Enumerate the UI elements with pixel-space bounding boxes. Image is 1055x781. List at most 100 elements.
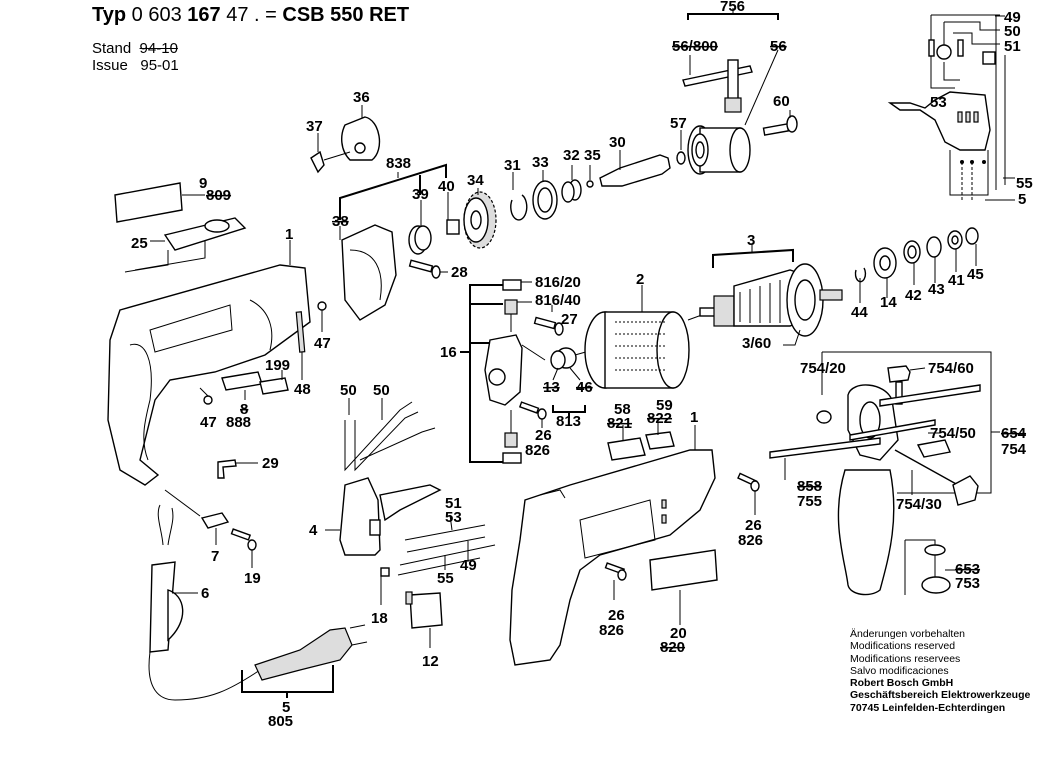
gear-housing-38 xyxy=(339,224,397,321)
ring-47-upper xyxy=(317,301,327,332)
label-40: 40 xyxy=(438,178,455,195)
label-50-right: 50 xyxy=(373,382,390,399)
issue-label: Issue xyxy=(92,57,128,74)
company-name: Robert Bosch GmbH xyxy=(850,677,954,690)
chuck-key-group xyxy=(682,8,779,126)
label-56-800: 56/800 xyxy=(672,38,718,55)
label-33: 33 xyxy=(532,154,549,171)
label-822: 822 xyxy=(647,410,672,427)
label-39: 39 xyxy=(412,186,429,203)
note-line-en: Modifications reserved xyxy=(850,640,956,653)
label-26-lower: 26 xyxy=(608,607,625,624)
screw-27 xyxy=(533,305,564,336)
label-60: 60 xyxy=(773,93,790,110)
label-47-lower: 47 xyxy=(200,414,217,431)
label-826-right: 826 xyxy=(738,532,763,549)
brush-holder-body xyxy=(484,334,546,406)
label-754-30: 754/30 xyxy=(896,496,942,513)
label-821: 821 xyxy=(607,415,632,432)
brush-cap-816-20 xyxy=(502,279,532,291)
label-57: 57 xyxy=(670,115,687,132)
label-838: 838 xyxy=(386,155,411,172)
label-51-schematic: 51 xyxy=(1004,38,1021,55)
armature-3 xyxy=(699,245,843,346)
circlip-31 xyxy=(510,172,528,221)
cable-holder-12 xyxy=(405,591,443,648)
end-cap-753 xyxy=(924,544,946,556)
insulation-8-199 xyxy=(221,370,289,400)
carbon-brush-lower xyxy=(502,410,522,464)
label-654: 654 xyxy=(1001,425,1027,442)
drill-chuck xyxy=(687,125,751,175)
label-35: 35 xyxy=(584,147,601,164)
label-53-schematic: 53 xyxy=(930,94,947,111)
label-53: 53 xyxy=(445,509,462,526)
document-title: Typ 0 603 167 47 . = CSB 550 RET xyxy=(92,4,409,27)
label-653: 653 xyxy=(955,561,980,578)
label-9: 9 xyxy=(199,175,207,192)
label-5-schematic: 5 xyxy=(1018,191,1026,208)
label-809: 809 xyxy=(206,187,231,204)
label-14: 14 xyxy=(880,294,897,311)
typ-prefix: Typ xyxy=(92,4,127,26)
chuck-key-shaft xyxy=(727,59,739,101)
bearing-ring-42 xyxy=(903,240,921,285)
screw-26-lower xyxy=(604,562,627,600)
ball-bearing-33 xyxy=(532,170,558,220)
label-46: 46 xyxy=(576,379,593,396)
screw-28 xyxy=(408,259,448,279)
label-58: 58 xyxy=(614,401,631,418)
wing-screw-754-60 xyxy=(887,365,911,383)
wiring-schematic xyxy=(887,14,1015,201)
spring-37 xyxy=(310,133,351,174)
label-20: 20 xyxy=(670,625,687,642)
label-55: 55 xyxy=(437,570,454,587)
label-59: 59 xyxy=(656,397,673,414)
label-38: 38 xyxy=(332,213,349,230)
label-199: 199 xyxy=(265,357,290,374)
screw-26-upper xyxy=(518,401,547,428)
cable-guard-6 xyxy=(149,504,198,653)
label-44: 44 xyxy=(851,304,868,321)
label-34: 34 xyxy=(467,172,484,189)
company-division: Geschäftsbereich Elektrowerkzeuge xyxy=(850,689,1031,702)
bearing-39 xyxy=(408,200,432,255)
power-cable-5 xyxy=(148,624,368,701)
label-13: 13 xyxy=(543,379,560,396)
stator-2 xyxy=(584,285,711,389)
label-36: 36 xyxy=(353,89,370,106)
issue-value: 95-01 xyxy=(140,57,179,74)
motor-housing-1 xyxy=(107,240,311,486)
label-6: 6 xyxy=(201,585,209,602)
o-ring-57 xyxy=(676,130,686,165)
label-755: 755 xyxy=(797,493,822,510)
label-59 xyxy=(645,422,675,450)
label-29: 29 xyxy=(262,455,279,472)
carbon-brush-816-40 xyxy=(504,299,532,332)
ball-bearing-14 xyxy=(873,247,897,298)
auxiliary-handle-group xyxy=(769,351,1000,596)
label-4: 4 xyxy=(309,522,318,539)
label-28: 28 xyxy=(451,264,468,281)
switch-cables-50 xyxy=(344,398,436,472)
stand-label: Stand xyxy=(92,40,132,57)
stand-value: 94-10 xyxy=(139,40,178,57)
label-56: 56 xyxy=(770,38,787,55)
typ-number-part1: 0 603 xyxy=(131,4,182,26)
label-31: 31 xyxy=(504,157,521,174)
chuck-key xyxy=(682,65,753,87)
label-58 xyxy=(607,425,646,461)
handle-grip xyxy=(837,469,895,596)
label-3-60: 3/60 xyxy=(742,335,771,352)
ring-47-lower xyxy=(199,387,213,405)
label-16: 16 xyxy=(440,344,457,361)
label-42: 42 xyxy=(905,287,922,304)
spindle-30 xyxy=(586,150,671,188)
label-820: 820 xyxy=(660,639,685,656)
label-49: 49 xyxy=(460,557,477,574)
label-plate-9 xyxy=(114,182,205,223)
note-line-fr: Modifications reservees xyxy=(850,652,961,665)
label-754: 754 xyxy=(1001,441,1027,458)
screw-18 xyxy=(380,567,390,605)
